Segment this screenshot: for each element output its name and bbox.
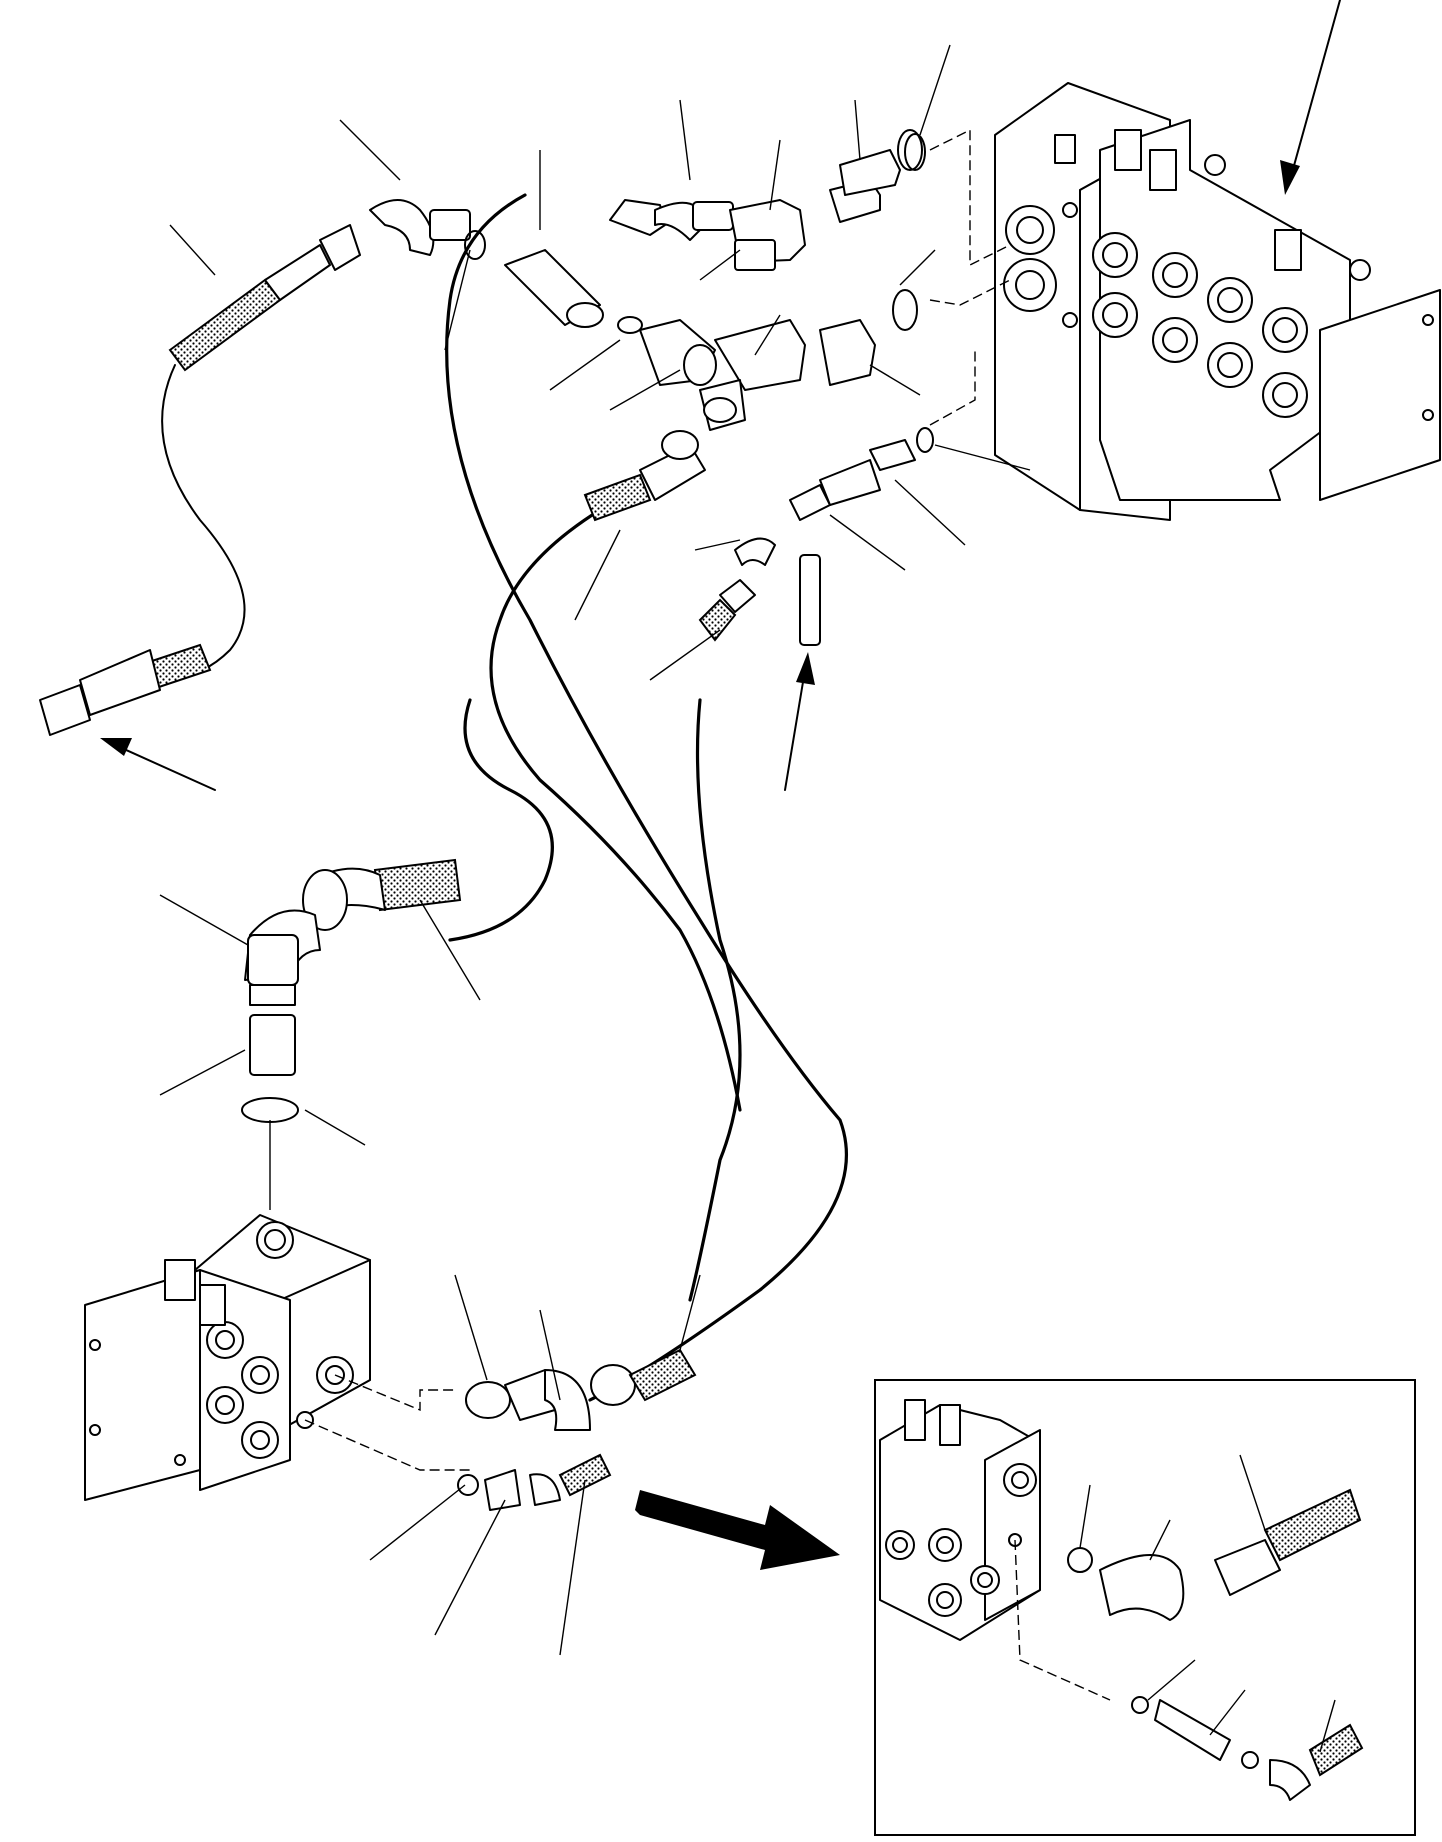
fitting-location-arrow bbox=[784, 652, 815, 791]
detail-view-arrow bbox=[635, 1490, 840, 1570]
aux-valve-fittings bbox=[457, 1348, 697, 1511]
long-hose-a bbox=[445, 193, 848, 1402]
valve-section-ports bbox=[1092, 232, 1308, 418]
lower-elbow-group bbox=[241, 858, 462, 1210]
right-small-fittings bbox=[734, 427, 934, 646]
connection-line-middle bbox=[929, 279, 1011, 306]
valve-location-arrow bbox=[1280, 0, 1341, 195]
long-hose-d bbox=[448, 698, 554, 942]
long-hose-c bbox=[688, 698, 742, 1302]
auxiliary-control-valve bbox=[84, 1214, 470, 1501]
main-control-valve-bank bbox=[994, 82, 1441, 521]
upper-fitting-group bbox=[609, 129, 926, 271]
long-hose-b bbox=[489, 508, 742, 1112]
middle-fitting-group bbox=[504, 249, 918, 431]
callout-leader-lines bbox=[159, 44, 1336, 1753]
hose-upper-left bbox=[39, 199, 486, 736]
connection-line-lower bbox=[929, 350, 976, 426]
detail-inset-box bbox=[874, 1379, 1416, 1836]
connection-line-upper bbox=[929, 128, 1011, 267]
valve-spool-caps bbox=[1054, 129, 1371, 281]
tee-location-arrow-left bbox=[100, 738, 216, 791]
center-hose-ends bbox=[583, 430, 756, 642]
